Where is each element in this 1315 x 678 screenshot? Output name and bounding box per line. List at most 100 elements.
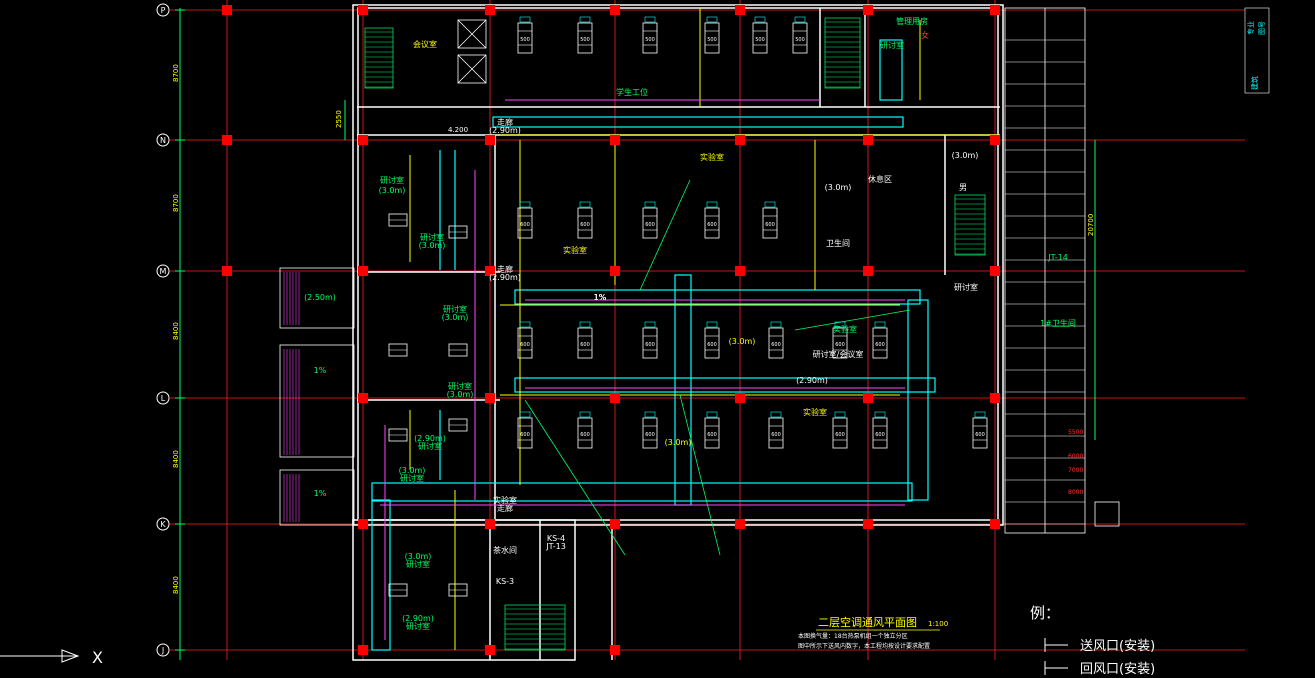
refrigerant-pipes bbox=[380, 99, 905, 640]
unit-size-label: 500 bbox=[707, 37, 717, 43]
unit-size-label: 600 bbox=[835, 342, 845, 348]
room-label: 走廊 bbox=[497, 117, 513, 127]
room-label: 女 bbox=[921, 30, 929, 40]
fan-coil-unit: 600 bbox=[642, 321, 658, 359]
structural-columns bbox=[222, 5, 1000, 655]
side-panel: 专业 图号 建筑 bbox=[1244, 7, 1270, 94]
room-label: 研讨室 bbox=[418, 441, 442, 451]
fan-coil-unit: 600 bbox=[642, 201, 658, 239]
dim-8400-a: 8400 bbox=[172, 322, 180, 340]
unit-size-label: 600 bbox=[707, 432, 717, 438]
dim-2550: 2550 bbox=[335, 110, 343, 128]
fan-coil-unit: 600 bbox=[872, 321, 888, 359]
axis-bubble: J bbox=[156, 643, 170, 657]
room-label: (2.90m) bbox=[489, 126, 521, 135]
column bbox=[863, 393, 873, 403]
room-label: 研讨室 bbox=[420, 232, 444, 242]
scale-mark-4: 8000 bbox=[1068, 489, 1083, 496]
room-label: 研讨室 bbox=[443, 304, 467, 314]
room-label: JT-13 bbox=[545, 542, 566, 551]
cassette-unit bbox=[388, 343, 408, 357]
cassette-unit bbox=[448, 418, 468, 432]
column bbox=[610, 645, 620, 655]
leader-lines bbox=[524, 179, 911, 556]
elevator-shafts bbox=[457, 19, 487, 84]
unit-size-label: 600 bbox=[580, 432, 590, 438]
room-label: (2.50m) bbox=[304, 293, 336, 302]
room-label: (2.90m) bbox=[796, 376, 828, 385]
room-labels: 会议室学生工位管理用房研讨室(3.0m)研讨室(3.0m)走廊(2.90m)实验… bbox=[304, 16, 1076, 631]
column bbox=[485, 266, 495, 276]
room-label: 研讨室 bbox=[448, 381, 472, 391]
column bbox=[222, 5, 232, 15]
legend-box bbox=[1094, 501, 1120, 527]
room-label: (3.0m) bbox=[825, 183, 852, 192]
room-label: 研讨室 bbox=[406, 559, 430, 569]
column bbox=[610, 519, 620, 529]
legend-return-label: 回风口(安装) bbox=[1080, 662, 1155, 677]
room-label: 休息区 bbox=[868, 174, 892, 184]
fan-coil-unit: 600 bbox=[577, 321, 593, 359]
room-label: (3.0m) bbox=[665, 438, 692, 447]
room-label: 1% bbox=[594, 293, 607, 302]
column bbox=[863, 135, 873, 145]
cassette-unit bbox=[388, 583, 408, 597]
note-line-2: 图中所示下送风内数字，本工程均按设计要求配置 bbox=[798, 642, 930, 650]
column bbox=[610, 393, 620, 403]
unit-size-label: 600 bbox=[875, 432, 885, 438]
scale-mark-1: 5500 bbox=[1068, 429, 1083, 436]
unit-size-label: 600 bbox=[707, 342, 717, 348]
column bbox=[222, 135, 232, 145]
adjacent-building-grid bbox=[1004, 7, 1086, 534]
legend-title: 例： bbox=[1030, 604, 1060, 622]
fan-coil-unit: 600 bbox=[832, 411, 848, 449]
room-label: 研讨室/会议室 bbox=[813, 349, 864, 359]
column bbox=[610, 135, 620, 145]
room-label: 1% bbox=[594, 293, 607, 302]
unit-size-label: 600 bbox=[975, 432, 985, 438]
column bbox=[863, 266, 873, 276]
column bbox=[863, 5, 873, 15]
room-label: 走廊 bbox=[497, 264, 513, 274]
room-label: 男 bbox=[959, 183, 967, 192]
room-label: (3.0m) bbox=[419, 241, 446, 250]
unit-size-label: 600 bbox=[875, 342, 885, 348]
column bbox=[485, 393, 495, 403]
room-label: (2.90m) bbox=[489, 273, 521, 282]
unit-size-label: 500 bbox=[520, 37, 530, 43]
column bbox=[990, 135, 1000, 145]
unit-size-label: 600 bbox=[835, 432, 845, 438]
unit-size-label: 600 bbox=[520, 342, 530, 348]
room-label: 实验室 bbox=[803, 407, 827, 417]
room-label: 研讨室 bbox=[880, 40, 904, 50]
column bbox=[990, 266, 1000, 276]
unit-size-label: 600 bbox=[645, 432, 655, 438]
room-label: 会议室 bbox=[413, 39, 437, 49]
room-label: (3.0m) bbox=[729, 337, 756, 346]
unit-size-label: 600 bbox=[645, 222, 655, 228]
drawing-title: 二层空调通风平面图 bbox=[818, 615, 917, 629]
axis-bubble-label: N bbox=[160, 136, 166, 145]
fan-coil-unit: 600 bbox=[642, 411, 658, 449]
legend-supply-label: 送风口(安装) bbox=[1080, 639, 1155, 654]
column bbox=[358, 5, 368, 15]
unit-size-label: 600 bbox=[520, 432, 530, 438]
cassette-unit bbox=[448, 583, 468, 597]
room-label: 卫生间 bbox=[826, 238, 850, 248]
right-hatch-lines bbox=[1005, 39, 1085, 525]
axis-bubble-label: L bbox=[161, 394, 166, 403]
column bbox=[485, 135, 495, 145]
column bbox=[485, 519, 495, 529]
dim-20700: 20700 bbox=[1087, 214, 1095, 236]
cassette-unit bbox=[448, 343, 468, 357]
dimension-text: 8700 2550 8700 8400 8400 8400 20700 bbox=[172, 64, 1095, 594]
cassette-unit bbox=[388, 428, 408, 442]
dim-8400-b: 8400 bbox=[172, 450, 180, 468]
axis-bubble: N bbox=[156, 133, 170, 147]
cassette-unit bbox=[388, 213, 408, 227]
fan-coil-unit: 600 bbox=[872, 411, 888, 449]
